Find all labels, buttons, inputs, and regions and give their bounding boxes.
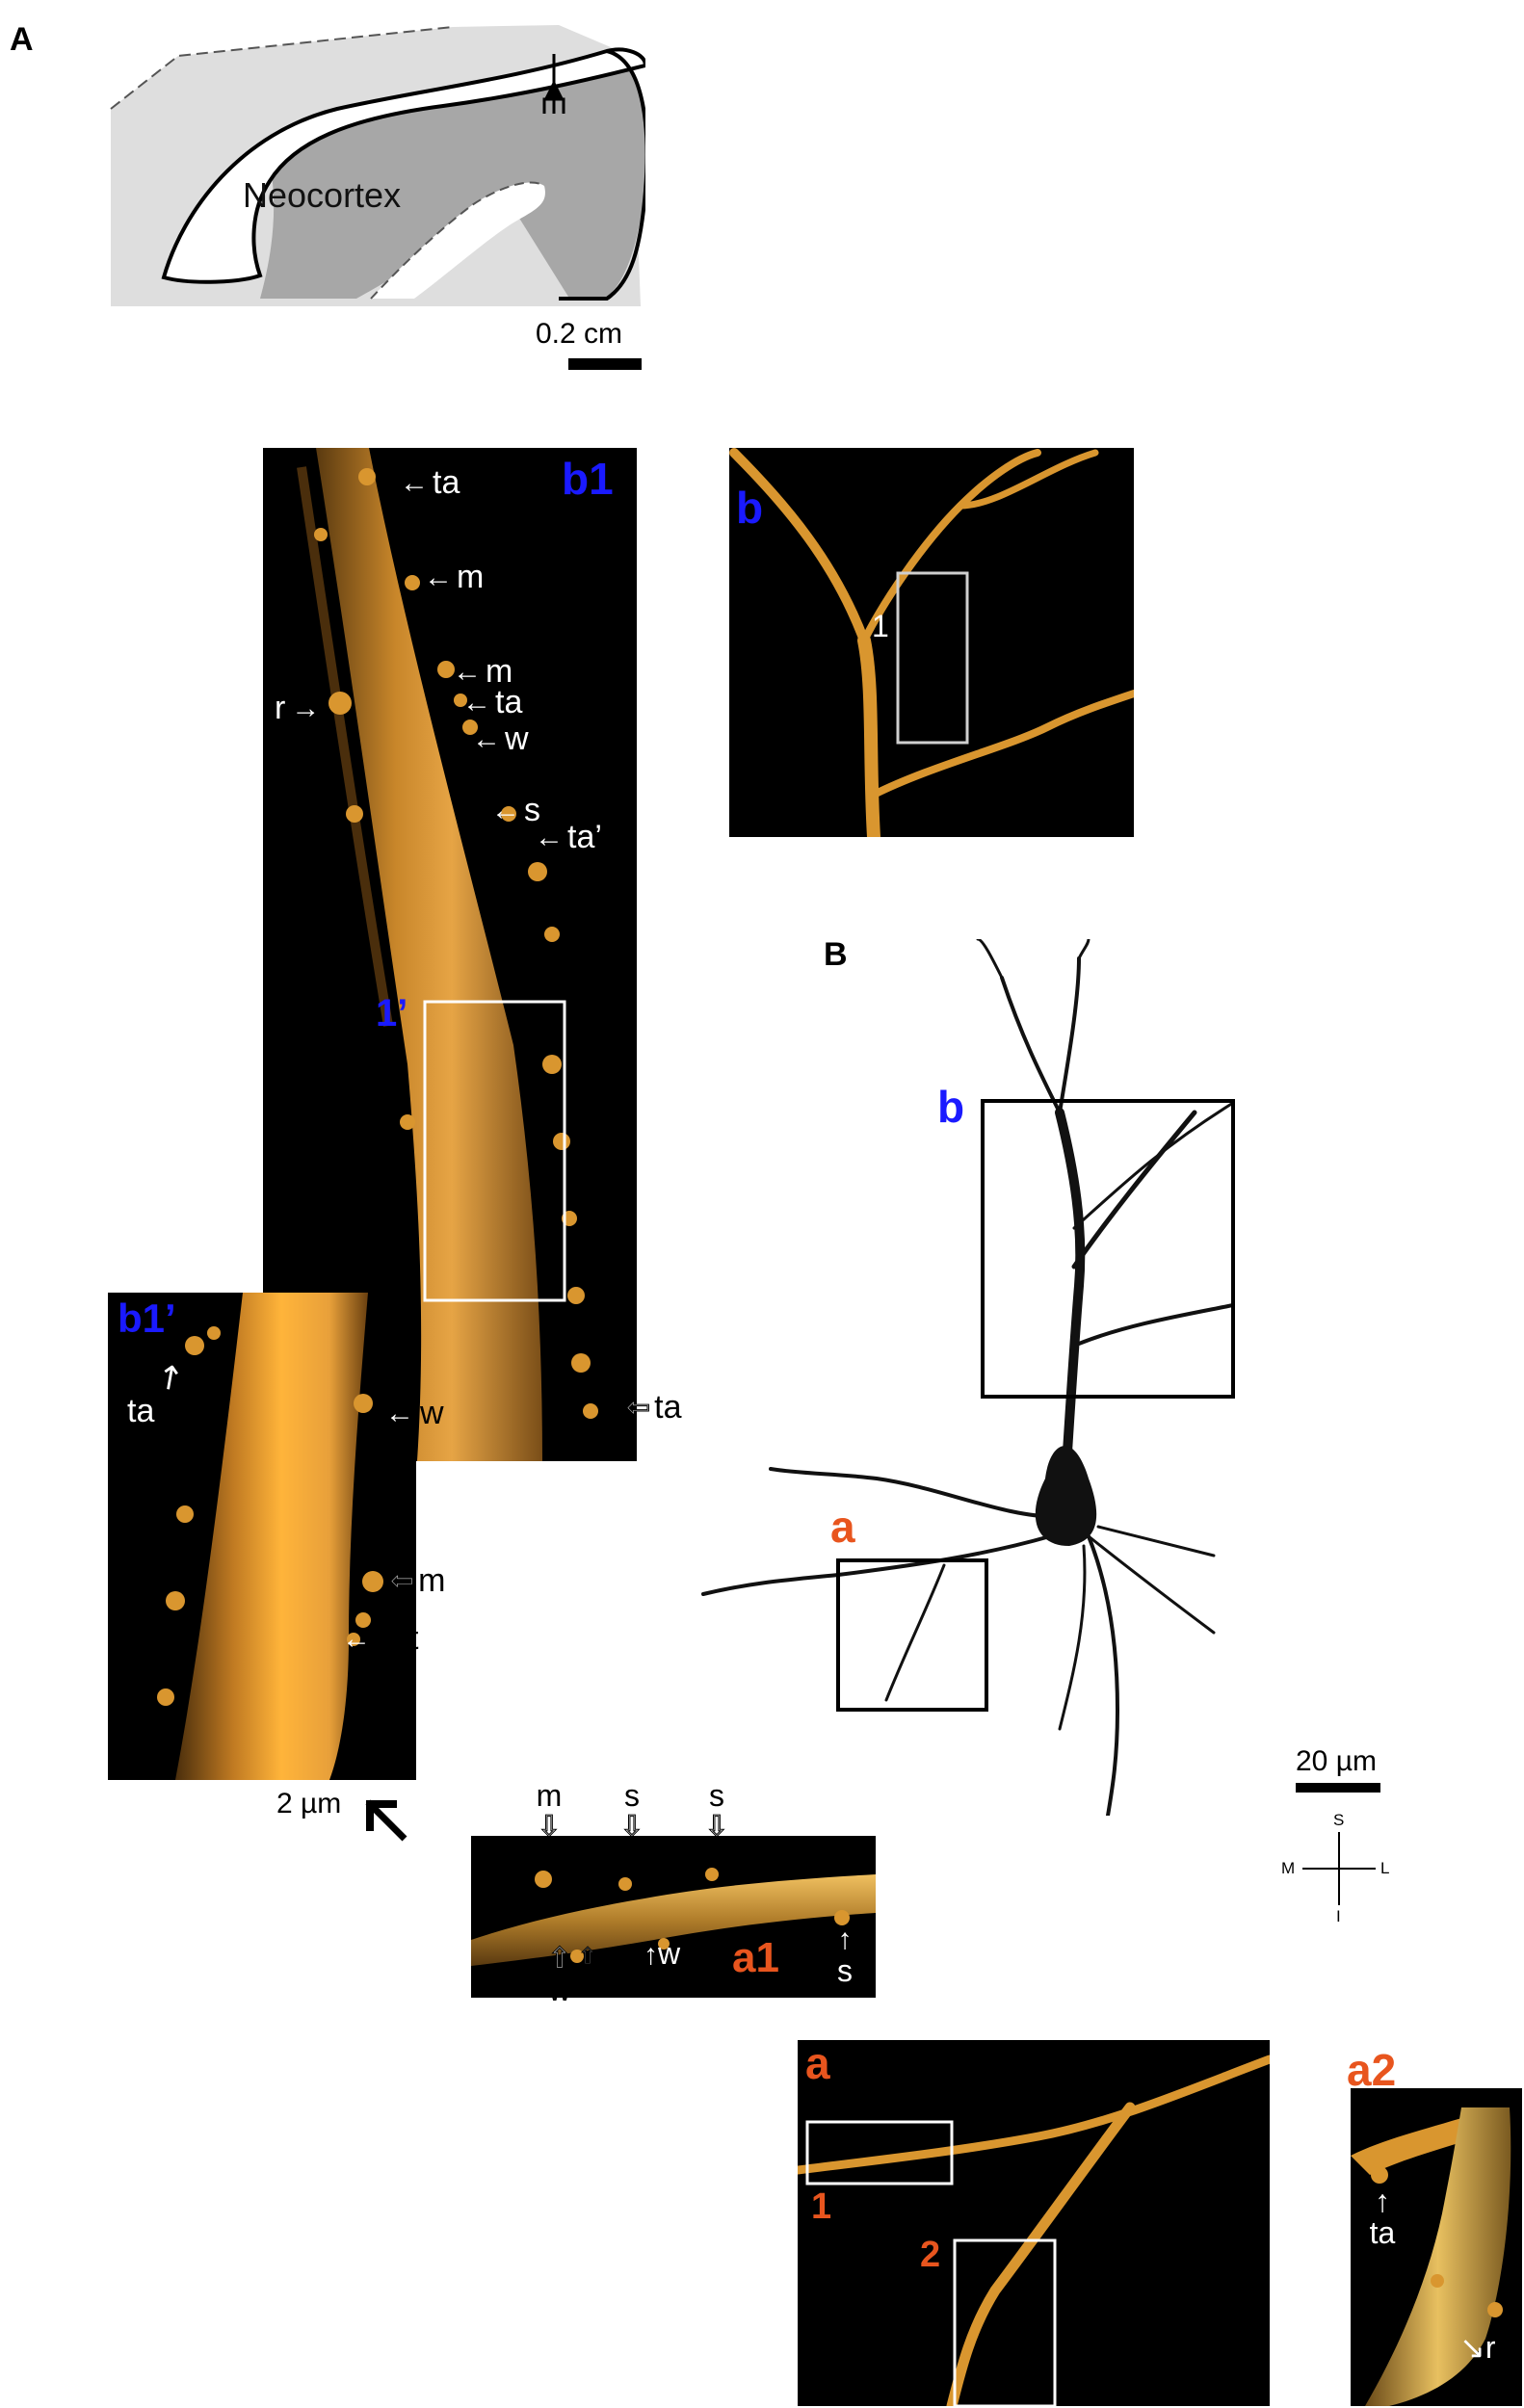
panel-a-scale-label: 0.2 cm (536, 318, 623, 350)
panel-B-scale-bar (1296, 1783, 1380, 1793)
panel-b1-prime-image (108, 1293, 416, 1780)
panel-a-scale-bar (568, 358, 642, 370)
compass-lateral: L (1380, 1859, 1390, 1877)
panel-B-neuron-drawing (694, 939, 1272, 1816)
panel-b-box-label: 1 (872, 609, 889, 643)
neocortex-label: Neocortex (243, 175, 402, 215)
panel-a-image (798, 2040, 1270, 2406)
panel-B-box-a-label: a (830, 1502, 855, 1552)
b1p-arrow-m: ⇦m (389, 1562, 446, 1599)
panel-a-box1-label: 1 (811, 2186, 832, 2227)
arrow-s: ←s (491, 792, 540, 828)
a1-arrow-s-2: s ⇩ (704, 1778, 729, 1843)
arrow-ta-2: ←ta (462, 684, 523, 720)
a1-arrow-m: m ⇩ (536, 1778, 563, 1843)
panel-a-box2-label: 2 (920, 2235, 941, 2275)
a2-arrow-r: ↘r (1459, 2330, 1496, 2365)
panel-B-scale-label: 20 µm (1296, 1745, 1377, 1777)
arrow-ta-3: ⇦ta (625, 1389, 682, 1426)
a1-arrow-w-2: ↑w (644, 1936, 681, 1971)
a1-arrow-s-1: s ⇩ (619, 1778, 644, 1843)
compass-inferior: I (1336, 1907, 1341, 1925)
panel-a2-image (1351, 2088, 1522, 2406)
a1-arrow-w-1: ⇧ w (547, 1943, 572, 2007)
orientation-compass: S M L I (1281, 1811, 1397, 1926)
panel-a1-image (471, 1836, 876, 1998)
panel-a1-label: a1 (732, 1934, 779, 1981)
b1p-arrow-t: ←t (342, 1620, 419, 1657)
a1-arrow-s-3: ↑ s (837, 1924, 853, 1989)
panel-b-image (729, 448, 1134, 837)
panel-a2-label: a2 (1347, 2045, 1397, 2095)
panel-B-box-b-label: b (937, 1082, 965, 1132)
arrow-ta-1: ←ta (400, 464, 460, 501)
arrow-w: ←w (472, 720, 529, 757)
compass-superior: S (1333, 1811, 1345, 1829)
panel-b1-prime-label: b1’ (118, 1296, 176, 1341)
panel-B-letter: B (824, 936, 848, 973)
b1p-arrow-ta: ↗ ta (127, 1354, 192, 1429)
b1p-arrow-w: ←w (385, 1395, 444, 1431)
a2-arrow-ta: ↑ ta (1369, 2184, 1396, 2250)
arrow-r: r→ (275, 690, 321, 726)
panel-b1-prime-scale-label: 2 µm (276, 1788, 342, 1819)
compass-horizontal-line (1302, 1868, 1376, 1870)
arrow-m-2: ←m (453, 653, 513, 690)
a1-arrow-t: ⇧ t (577, 1944, 598, 1988)
panel-b1-box-label: 1’ (376, 992, 408, 1034)
arrow-ta-prime: ←ta’ (535, 819, 602, 855)
compass-medial: M (1281, 1859, 1296, 1877)
panel-b1-label: b1 (562, 454, 614, 504)
orientation-arrow-icon (362, 1796, 410, 1845)
panel-b-label: b (736, 483, 764, 533)
panel-a-letter: A (10, 21, 34, 58)
panel-b1-image (263, 448, 637, 1461)
panel-a-label: a (805, 2038, 830, 2088)
arrow-m-1: ←m (424, 559, 485, 595)
panel-a-cortex-drawing (106, 17, 645, 306)
